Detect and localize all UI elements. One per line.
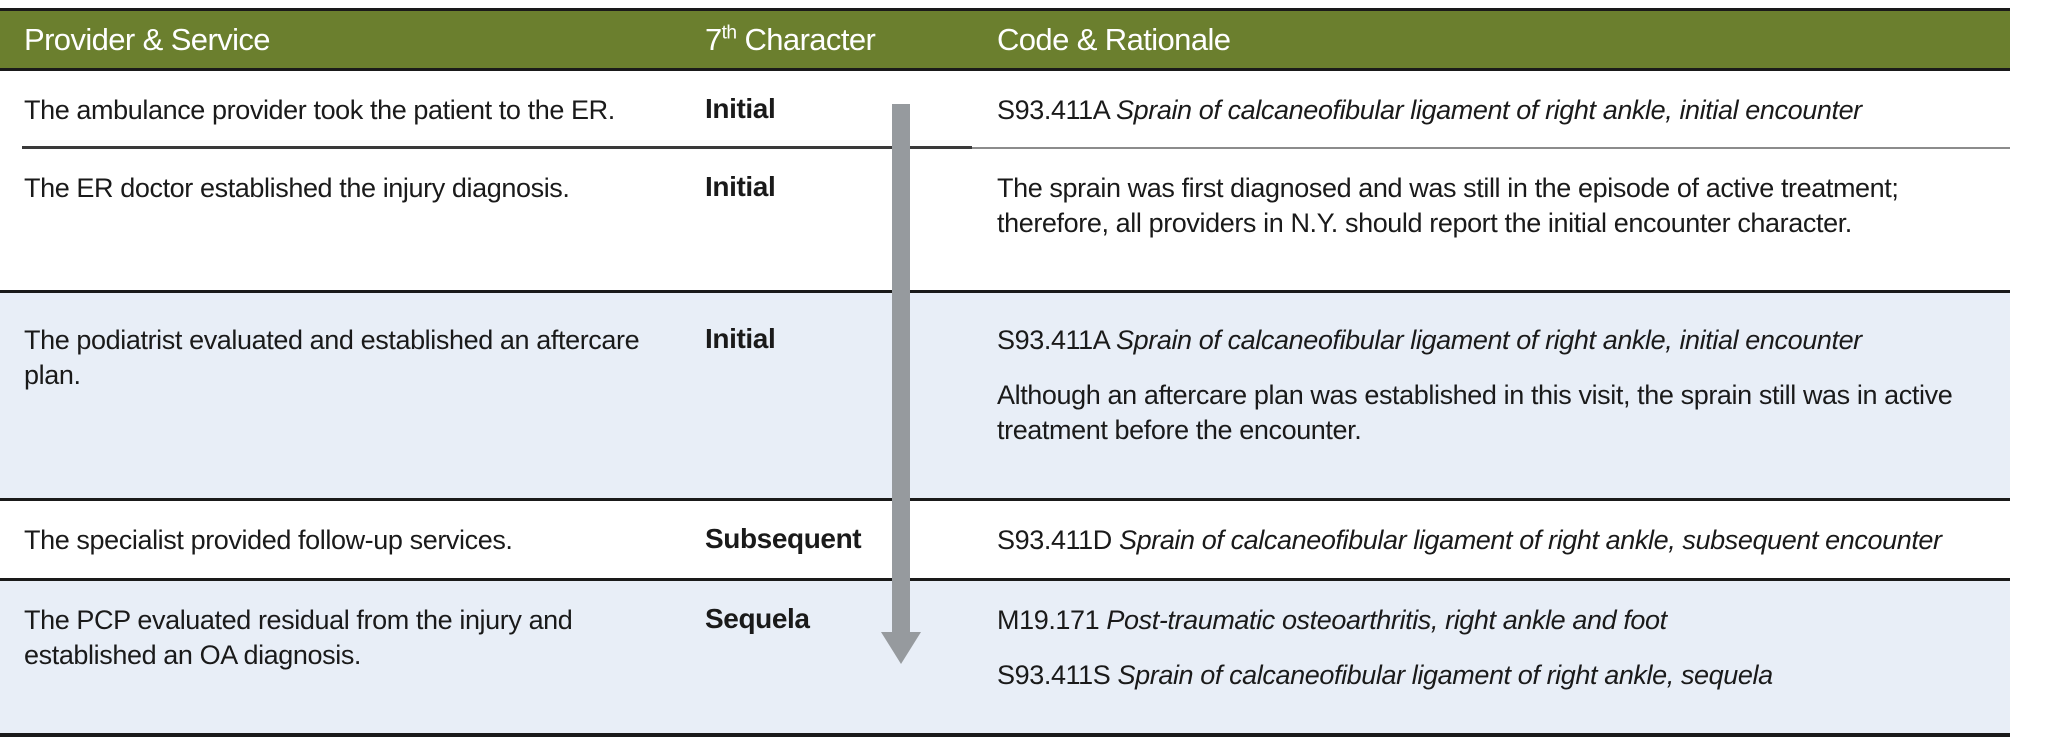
column-header-seventh-character-number: 7 — [705, 21, 722, 57]
row-separator-partial-right — [972, 147, 2010, 149]
table-row: The ER doctor established the injury dia… — [0, 149, 2010, 290]
icd-description: Post-traumatic osteoarthritis, right ank… — [1106, 605, 1667, 635]
row-separator — [0, 578, 2010, 581]
table-row: The PCP evaluated residual from the inju… — [0, 581, 2010, 733]
column-header-provider-service: Provider & Service — [24, 21, 271, 57]
row-separator — [0, 498, 2010, 501]
icd-code: S93.411D — [997, 525, 1112, 555]
cell-provider-service: The ER doctor established the injury dia… — [24, 173, 570, 203]
cell-provider-service: The PCP evaluated residual from the inju… — [24, 605, 573, 670]
icd-description: Sprain of calcaneofibular ligament of ri… — [1117, 660, 1774, 691]
cell-provider-service: The specialist provided follow-up servic… — [24, 525, 513, 555]
column-header-seventh-character: 7th Character — [705, 21, 876, 58]
icd-code: S93.411A — [997, 325, 1109, 355]
icd-code: S93.411A — [997, 95, 1109, 125]
icd-code: M19.171 — [997, 605, 1100, 635]
cell-seventh-character: Initial — [705, 171, 776, 202]
cell-code-rationale: The sprain was first diagnosed and was s… — [997, 171, 2002, 241]
icd-description: Sprain of calcaneofibular ligament of ri… — [1116, 325, 1862, 355]
cell-seventh-character: Initial — [705, 323, 776, 354]
rationale-block: The sprain was first diagnosed and was s… — [997, 173, 1899, 239]
row-separator — [0, 290, 2010, 293]
cell-seventh-character: Subsequent — [705, 523, 862, 554]
rationale-block: S93.411A Sprain of calcaneofibular ligam… — [997, 93, 2002, 128]
rationale-block: M19.171 Post-traumatic osteoarthritis, r… — [997, 603, 2002, 638]
cell-code-rationale: S93.411D Sprain of calcaneofibular ligam… — [997, 523, 2002, 558]
rationale-block: Although an aftercare plan was establish… — [997, 380, 1953, 446]
icd-code: S93.411S — [997, 660, 1111, 691]
table-header-row: Provider & Service 7th Character Code & … — [0, 8, 2010, 71]
cell-code-rationale: S93.411A Sprain of calcaneofibular ligam… — [997, 93, 2002, 128]
cell-provider-service: The ambulance provider took the patient … — [24, 95, 615, 125]
icd-description: Sprain of calcaneofibular ligament of ri… — [1116, 95, 1862, 125]
row-separator-partial-left — [22, 146, 972, 149]
cell-provider-service: The podiatrist evaluated and established… — [24, 325, 640, 390]
table-bottom-border — [0, 733, 2010, 737]
rationale-block: S93.411S Sprain of calcaneofibular ligam… — [997, 658, 2002, 693]
table-row: The specialist provided follow-up servic… — [0, 501, 2010, 578]
rationale-block: S93.411D Sprain of calcaneofibular ligam… — [997, 523, 2002, 558]
table-row: The podiatrist evaluated and established… — [0, 293, 2010, 498]
rationale-block: S93.411A Sprain of calcaneofibular ligam… — [997, 323, 2002, 358]
cell-seventh-character: Sequela — [705, 603, 810, 634]
cell-code-rationale: S93.411A Sprain of calcaneofibular ligam… — [997, 323, 2002, 448]
table-row: The ambulance provider took the patient … — [0, 74, 2010, 146]
cell-seventh-character: Initial — [705, 93, 776, 124]
cell-code-rationale: M19.171 Post-traumatic osteoarthritis, r… — [997, 603, 2002, 693]
column-header-code-rationale: Code & Rationale — [997, 21, 1231, 57]
icd-description: Sprain of calcaneofibular ligament of ri… — [1119, 525, 1942, 555]
column-header-seventh-character-word: Character — [736, 21, 876, 57]
column-header-ordinal-suffix: th — [721, 22, 737, 44]
